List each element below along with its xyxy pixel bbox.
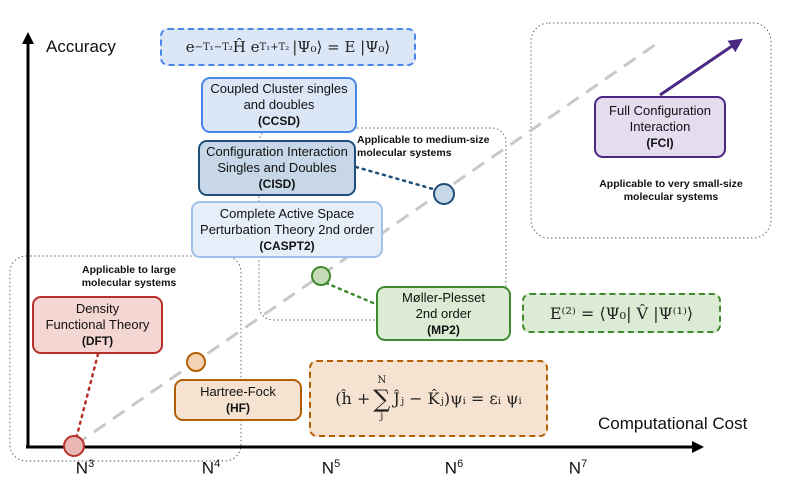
hf-box: Hartree-Fock (HF) xyxy=(174,379,302,421)
ccsd-abbr: (CCSD) xyxy=(258,114,300,128)
x-axis-label: Computational Cost xyxy=(598,414,748,433)
fci-line2: Interaction xyxy=(629,119,691,134)
cisd-marker xyxy=(433,183,455,205)
ccsd-line1: Coupled Cluster singles xyxy=(210,81,348,96)
tick-label-n5: N5 xyxy=(321,458,341,478)
cisd-box: Configuration Interaction Singles and Do… xyxy=(198,140,356,196)
dft-abbr: (DFT) xyxy=(81,334,114,348)
y-axis-label: Accuracy xyxy=(46,37,116,56)
hf-abbr: (HF) xyxy=(226,401,250,415)
cisd-line2: Singles and Doubles xyxy=(217,160,337,175)
caspt2-line1: Complete Active Space xyxy=(219,205,355,221)
note-large: Applicable to large molecular systems xyxy=(81,264,177,289)
fci-arrow xyxy=(659,38,743,97)
dft-connector xyxy=(73,352,100,445)
tick-label-n7: N7 xyxy=(568,458,588,478)
hf-marker xyxy=(186,352,206,372)
caspt2-abbr: (CASPT2) xyxy=(259,238,315,253)
note-small-size: Applicable to very small-size molecular … xyxy=(599,178,743,203)
note-medium-size: Applicable to medium-size molecular syst… xyxy=(357,134,490,159)
tick-label-n4: N4 xyxy=(201,458,221,478)
ccsd-line2: and doubles xyxy=(243,97,315,112)
cisd-line1: Configuration Interaction xyxy=(206,144,348,159)
dft-marker xyxy=(63,435,85,457)
cisd-connector xyxy=(354,165,442,193)
caspt2-box: Complete Active Space Perturbation Theor… xyxy=(191,201,383,258)
mp2-marker xyxy=(311,266,331,286)
mp2-connector xyxy=(324,281,380,307)
caspt2-line2: Perturbation Theory 2nd order xyxy=(200,221,374,237)
mp2-line2: 2nd order xyxy=(415,305,472,321)
hf-equation: (ĥ + N ∑ j Ĵⱼ − K̂ⱼ) ψᵢ = εᵢ ψᵢ xyxy=(309,360,548,437)
ccsd-box: Coupled Cluster singles and doubles (CCS… xyxy=(201,77,357,133)
dft-line1: Density xyxy=(75,301,120,316)
tick-label-n3: N3 xyxy=(75,458,95,478)
fci-box: Full Configuration Interaction (FCI) xyxy=(594,96,726,158)
dft-line2: Functional Theory xyxy=(45,317,150,332)
mp2-line1: Møller-Plesset xyxy=(401,289,486,305)
mp2-box: Møller-Plesset 2nd order (MP2) xyxy=(376,286,511,341)
hf-line1: Hartree-Fock xyxy=(200,384,276,399)
dft-box: Density Functional Theory (DFT) xyxy=(32,296,163,354)
fci-line1: Full Configuration xyxy=(609,103,711,118)
mp2-equation: E⁽²⁾ = ⟨Ψ₀| V̂ |Ψ⁽¹⁾⟩ xyxy=(522,293,721,333)
region-large xyxy=(9,255,242,462)
cisd-abbr: (CISD) xyxy=(258,177,296,191)
fci-abbr: (FCI) xyxy=(646,136,674,150)
mp2-abbr: (MP2) xyxy=(427,322,460,337)
tick-label-n6: N6 xyxy=(444,458,464,478)
